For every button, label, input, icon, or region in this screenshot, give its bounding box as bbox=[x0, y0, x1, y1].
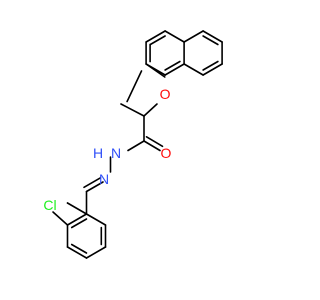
hydrogen-label: H bbox=[93, 145, 103, 161]
bond bbox=[183, 63, 204, 76]
bond bbox=[52, 211, 69, 226]
bond bbox=[183, 30, 204, 43]
bond bbox=[66, 202, 88, 215]
bond bbox=[66, 246, 88, 259]
bond bbox=[145, 30, 166, 43]
bond bbox=[164, 60, 181, 71]
bond bbox=[85, 181, 104, 193]
nitrogen-label: N bbox=[99, 171, 109, 187]
bond bbox=[202, 30, 223, 43]
bond bbox=[126, 70, 143, 103]
bond bbox=[164, 63, 185, 76]
chlorine-label: Cl bbox=[43, 197, 56, 213]
bond bbox=[127, 140, 145, 152]
nitrogen-label: N bbox=[111, 145, 121, 161]
bond bbox=[143, 140, 161, 152]
oxygen-label: O bbox=[160, 86, 171, 102]
bond bbox=[143, 103, 158, 117]
atom-n-imine: N bbox=[99, 171, 109, 187]
naphthalene-group bbox=[145, 30, 223, 76]
bond bbox=[66, 213, 88, 226]
bond bbox=[70, 243, 88, 254]
oxygen-label: O bbox=[161, 145, 172, 161]
molecule-structure: O O H N N Cl bbox=[43, 30, 223, 259]
bond bbox=[120, 103, 145, 117]
atom-o-ether: O bbox=[160, 86, 171, 102]
chlorophenyl-group bbox=[52, 202, 107, 259]
bond bbox=[83, 177, 102, 189]
bond bbox=[85, 246, 107, 259]
bond bbox=[70, 218, 88, 229]
atom-cl: Cl bbox=[43, 197, 56, 213]
atom-nh: H N bbox=[93, 145, 121, 161]
bond bbox=[202, 63, 223, 76]
bond bbox=[149, 35, 166, 46]
bond bbox=[85, 213, 107, 226]
bond bbox=[145, 63, 166, 78]
bond bbox=[164, 30, 185, 43]
bond bbox=[202, 35, 219, 46]
bond bbox=[145, 136, 164, 148]
bond bbox=[202, 60, 219, 71]
atom-o-carbonyl: O bbox=[161, 145, 172, 161]
